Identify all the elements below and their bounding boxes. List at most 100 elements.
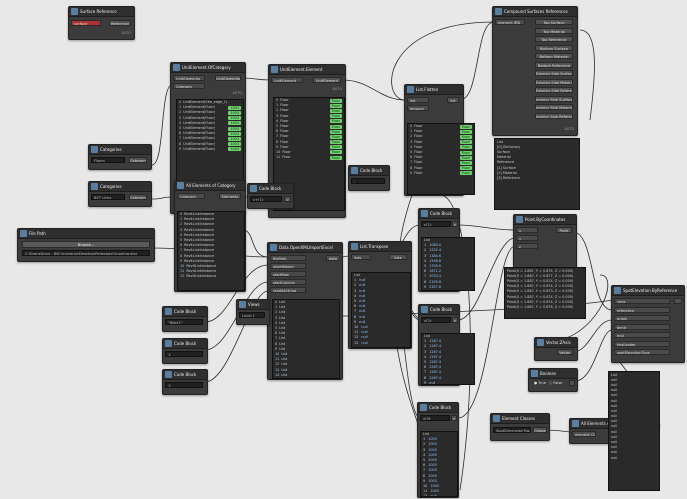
vector-output[interactable]: Vector — [557, 349, 573, 355]
point-input-port[interactable]: z — [516, 243, 538, 249]
code-editor[interactable]: x[3]; — [420, 415, 450, 421]
code-block-node-col[interactable]: Code Block 1; — [162, 369, 208, 395]
excel-input-port[interactable]: sheetName — [270, 263, 306, 269]
spot-elevation-input-port[interactable]: view — [614, 298, 670, 304]
code-output[interactable]: > — [451, 415, 457, 421]
excel-input-port[interactable]: startRow — [270, 271, 306, 277]
surface-output-port[interactable]: Top Material — [535, 27, 573, 34]
surface-output-port[interactable]: Bottom Reference — [535, 61, 573, 68]
spotelevation-output[interactable] — [674, 298, 682, 304]
code-editor[interactable]: x[2]; — [421, 317, 451, 323]
code-editor[interactable]: 1; — [165, 351, 203, 357]
code-output[interactable]: > — [284, 196, 291, 202]
element-input[interactable]: element IRD — [495, 19, 525, 25]
surface-reference-node[interactable]: Surface Reference surface Reference AUTO — [68, 6, 135, 40]
classes-output[interactable]: Classes — [533, 427, 547, 433]
point-input-port[interactable]: y — [516, 235, 538, 241]
lists-input[interactable]: lists — [351, 254, 371, 260]
code-editor[interactable]: ; — [351, 178, 385, 184]
code-block-node-mid[interactable]: Code Block ; — [348, 165, 390, 191]
surface-output-port[interactable]: Top Surface — [535, 19, 573, 25]
point-input-port[interactable]: x — [516, 227, 538, 233]
surface-output-port[interactable]: Top Reference — [535, 36, 573, 42]
boolean-node[interactable]: Boolean ● True ○ False — [528, 368, 578, 392]
unitelements-output[interactable]: UnitElements — [215, 75, 241, 81]
surface-output-port[interactable]: Interior Side Reference — [535, 112, 573, 119]
compound-surfaces-node[interactable]: Compound Surfaces References element IRD… — [492, 6, 578, 136]
false-radio[interactable]: ○ False — [549, 381, 563, 385]
browse-button[interactable]: Browse... — [22, 241, 150, 248]
file-path-field[interactable]: C:\DroneDrive - BW Industrial\Desktop\Pe… — [22, 250, 150, 256]
excel-input-port[interactable]: filePath — [270, 255, 306, 261]
file-path-node[interactable]: File Path Browse... C:\DroneDrive - BW I… — [17, 228, 155, 262]
surface-output-port[interactable]: Interior Side Material — [535, 104, 573, 110]
spot-elevation-input-port[interactable]: bend — [614, 323, 670, 330]
boolean-output[interactable] — [569, 380, 575, 386]
all-elements-of-type-node[interactable]: All Elements o... element Class — [569, 418, 613, 444]
category-input[interactable]: Category — [177, 193, 205, 199]
category-output[interactable]: Category — [129, 157, 147, 163]
views-node[interactable]: Views Level 1 — [236, 299, 270, 325]
list-input[interactable]: list — [407, 97, 429, 103]
code-block-node-row[interactable]: Code Block 1; — [162, 338, 208, 364]
code-editor[interactable]: x[1]; — [421, 221, 451, 227]
category-input[interactable]: Category — [173, 83, 205, 89]
surface-output-port[interactable]: Exterior Side Material — [535, 78, 573, 85]
element-classes-node[interactable]: Element Classes SpotDimensionType Classe… — [490, 413, 550, 441]
spot-elevation-input-port[interactable]: spotElevationType — [614, 349, 670, 355]
class-dropdown[interactable]: SpotDimensionType — [493, 427, 531, 433]
surface-input[interactable]: surface — [71, 20, 101, 26]
code-editor[interactable]: "Blatt1"; — [165, 319, 203, 325]
all-elements-of-category-node[interactable]: All Elements of Category Category Elemen… — [174, 180, 246, 292]
spot-elevation-input-port[interactable]: hasLeader — [614, 340, 670, 347]
category-output[interactable]: Category — [129, 194, 147, 200]
categories-node-2[interactable]: Categories BVT Links Category — [88, 181, 152, 207]
true-radio[interactable]: ● True — [534, 381, 546, 385]
code-block-node-sheet[interactable]: Code Block "Blatt1"; — [162, 306, 208, 332]
unitelements-input[interactable]: UnitElements — [173, 75, 205, 81]
excel-input-port[interactable]: readAsString — [270, 287, 306, 293]
spot-elevation-input-port[interactable]: origin — [614, 315, 670, 321]
categories-node-1[interactable]: Categories Floors Category — [88, 144, 152, 170]
amount-input[interactable]: amount — [407, 105, 429, 111]
surface-output-port[interactable]: Bottom Material — [535, 53, 573, 59]
spot-elevation-input-port[interactable]: reference — [614, 306, 670, 313]
elements-output[interactable]: Elements — [219, 193, 241, 199]
vector-zaxis-node[interactable]: Vector.ZAxis Vector — [534, 337, 578, 361]
spot-elevation-input-port[interactable]: end — [614, 332, 670, 338]
unitelement-ofcategory-node[interactable]: UnitElement.OfCategory UnitElements Cate… — [170, 62, 246, 214]
point-output[interactable]: Point — [556, 227, 572, 233]
data-output[interactable]: data — [326, 255, 340, 261]
category-dropdown[interactable]: Floors — [91, 157, 125, 163]
list-output[interactable]: list — [447, 97, 459, 103]
reference-output[interactable]: Reference — [109, 20, 131, 26]
excel-input-port[interactable]: startColumn — [270, 279, 306, 285]
code-block-node-top[interactable]: Code Block x+(1); > — [247, 183, 294, 209]
code-output[interactable]: > — [452, 221, 458, 227]
point-preview[interactable]: Point(X = 1.887, Y = 0.874, Z = 0.000)Po… — [504, 267, 586, 319]
surface-output-port[interactable]: Exterior Side Surface — [535, 70, 573, 76]
unitelement-output[interactable]: UnitElement — [313, 77, 341, 83]
lists-output[interactable]: lists — [389, 254, 407, 260]
surface-output-port[interactable]: Interior Side Surface — [535, 95, 573, 102]
compound-surfaces-preview[interactable]: List[0] Dictionary Surface Material Refe… — [494, 138, 580, 210]
views-dropdown[interactable]: Level 1 — [239, 312, 265, 318]
code-editor[interactable]: x+(1); — [250, 196, 282, 202]
element-class-input[interactable]: element Class — [572, 431, 596, 437]
